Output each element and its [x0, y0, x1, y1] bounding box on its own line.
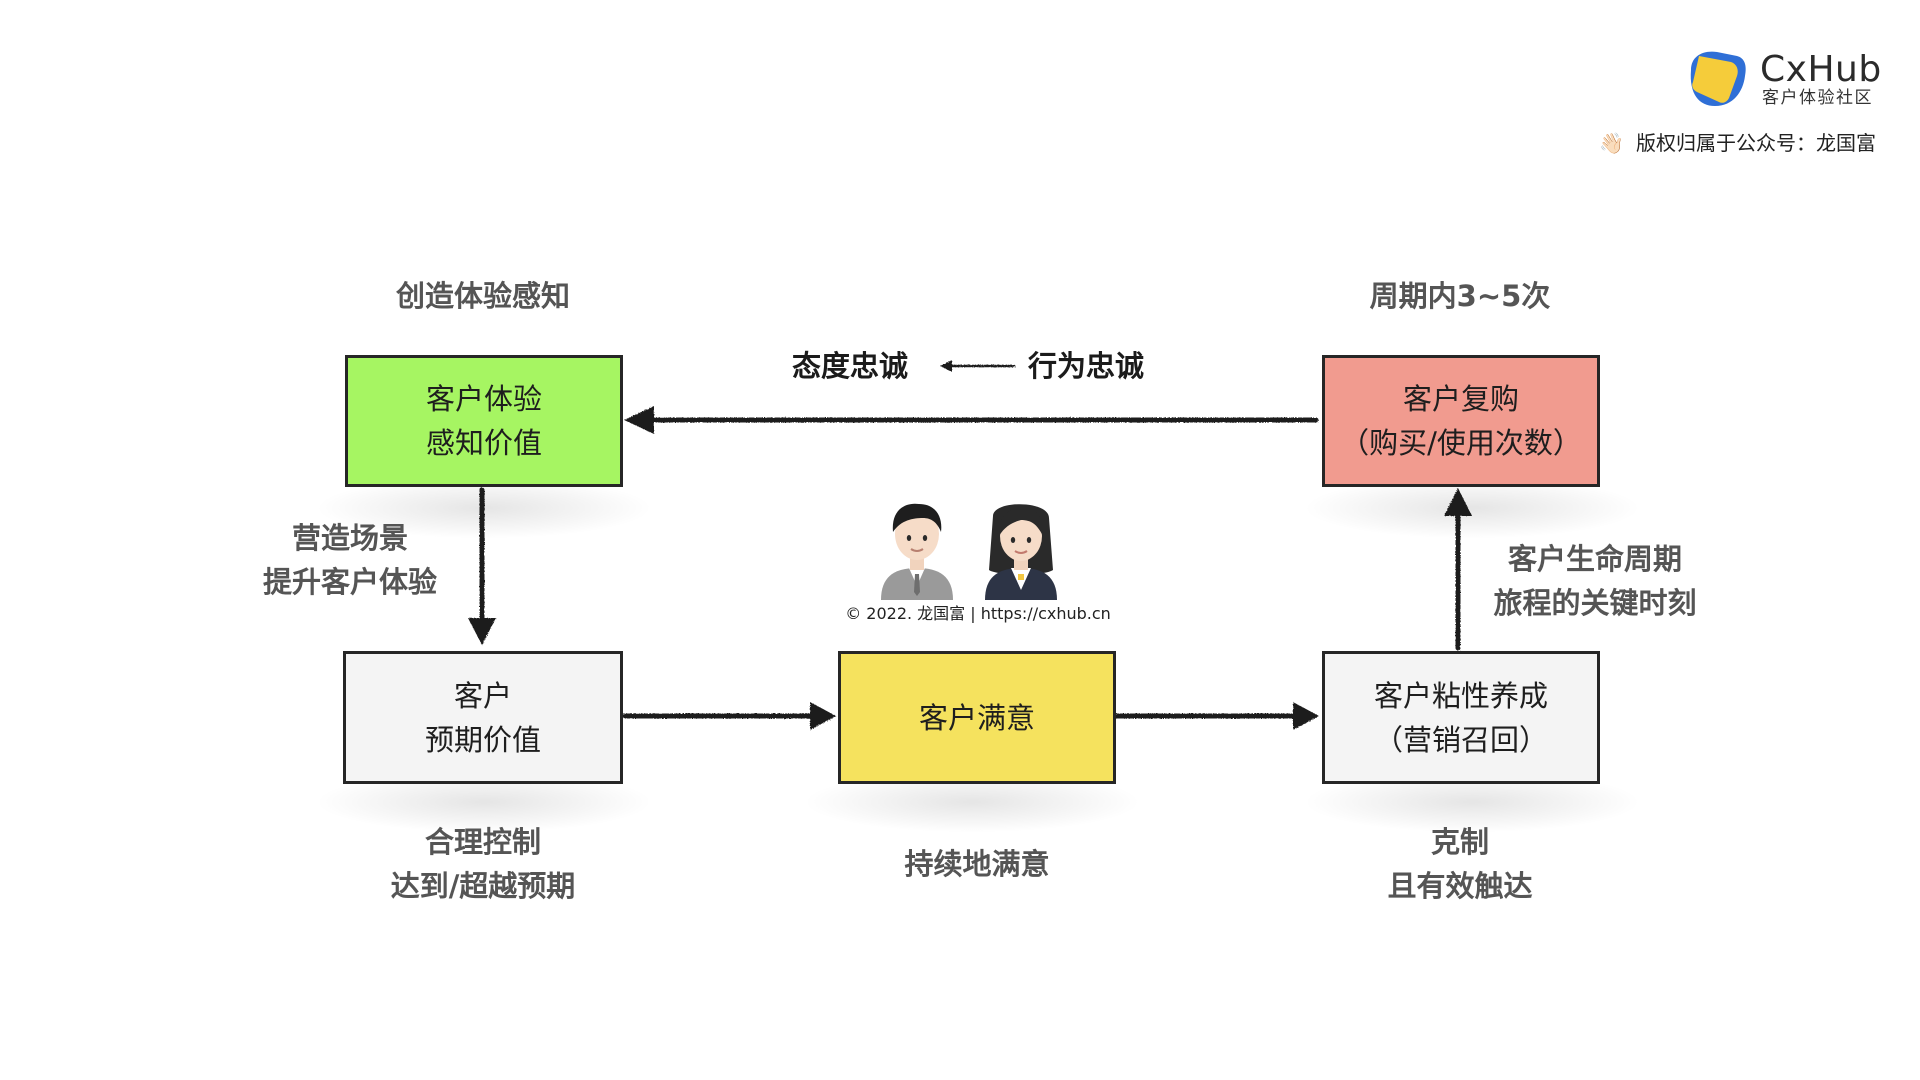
- label-line: 合理控制: [424, 825, 541, 859]
- label-continuous: 持续地满意: [817, 842, 1137, 886]
- label-restraint: 克制 且有效触达: [1300, 820, 1620, 908]
- brand-name: CxHub: [1760, 49, 1882, 90]
- label-line: 创造体验感知: [395, 279, 570, 313]
- arrow-experience-to-expectation: [468, 487, 496, 645]
- label-line: 持续地满意: [904, 847, 1050, 881]
- arrow-satisfaction-to-stickiness: [1114, 702, 1319, 730]
- copyright-note: 👋🏻 版权归属于公众号：龙国富: [1599, 130, 1876, 156]
- node-label-line: 感知价值: [425, 426, 542, 460]
- label-line: 营造场景: [291, 521, 408, 555]
- man-office-worker-icon: [881, 503, 953, 600]
- label-line: 周期内3~5次: [1369, 279, 1551, 313]
- cxhub-logo-icon: [1690, 51, 1746, 106]
- label-line: 旅程的关键时刻: [1493, 586, 1697, 620]
- node-label-line: （营销召回）: [1373, 722, 1548, 757]
- node-label-line: （购买/使用次数）: [1340, 426, 1582, 460]
- brand: CxHub 客户体验社区: [1685, 46, 1895, 116]
- node-customer-repurchase: 客户复购 （购买/使用次数）: [1322, 355, 1600, 487]
- loyalty-behavior: 行为忠诚: [1028, 349, 1145, 383]
- node-label-line: 客户体验: [425, 382, 542, 416]
- label-control: 合理控制 达到/超越预期: [323, 820, 643, 908]
- node-label-line: 客户粘性养成: [1373, 678, 1548, 713]
- arrow-repurchase-to-experience: [624, 406, 1319, 434]
- label-line: 提升客户体验: [262, 565, 437, 599]
- label-scene: 营造场景 提升客户体验: [230, 516, 470, 604]
- people-caption: © 2022. 龙国富 | https://cxhub.cn: [845, 604, 1111, 623]
- node-customer-stickiness: 客户粘性养成 （营销召回）: [1322, 651, 1600, 784]
- node-label-line: 客户满意: [918, 700, 1035, 735]
- node-label-line: 预期价值: [424, 722, 541, 757]
- label-line: 且有效触达: [1387, 869, 1533, 903]
- node-label-line: 客户复购: [1402, 382, 1519, 416]
- woman-office-worker-icon: [985, 504, 1057, 600]
- loyalty-attitude: 态度忠诚: [792, 349, 909, 383]
- arrow-stickiness-to-repurchase: [1444, 488, 1472, 651]
- label-line: 达到/超越预期: [390, 869, 576, 903]
- copyright-text: 版权归属于公众号：龙国富: [1636, 131, 1876, 155]
- waving-hand-icon: 👋🏻: [1599, 131, 1624, 155]
- node-customer-expectation: 客户 预期价值: [343, 651, 623, 784]
- brand-subtitle: 客户体验社区: [1762, 88, 1873, 108]
- node-customer-experience: 客户体验 感知价值: [345, 355, 623, 487]
- left-arrow-icon: [940, 360, 1016, 372]
- node-customer-satisfaction: 客户满意: [838, 651, 1116, 784]
- label-create-perception: 创造体验感知: [323, 274, 643, 318]
- arrow-expectation-to-satisfaction: [622, 702, 836, 730]
- label-lifecycle: 客户生命周期 旅程的关键时刻: [1470, 537, 1720, 625]
- label-frequency: 周期内3~5次: [1300, 274, 1620, 318]
- label-line: 克制: [1430, 825, 1489, 859]
- node-label-line: 客户: [453, 678, 512, 713]
- label-line: 客户生命周期: [1507, 542, 1682, 576]
